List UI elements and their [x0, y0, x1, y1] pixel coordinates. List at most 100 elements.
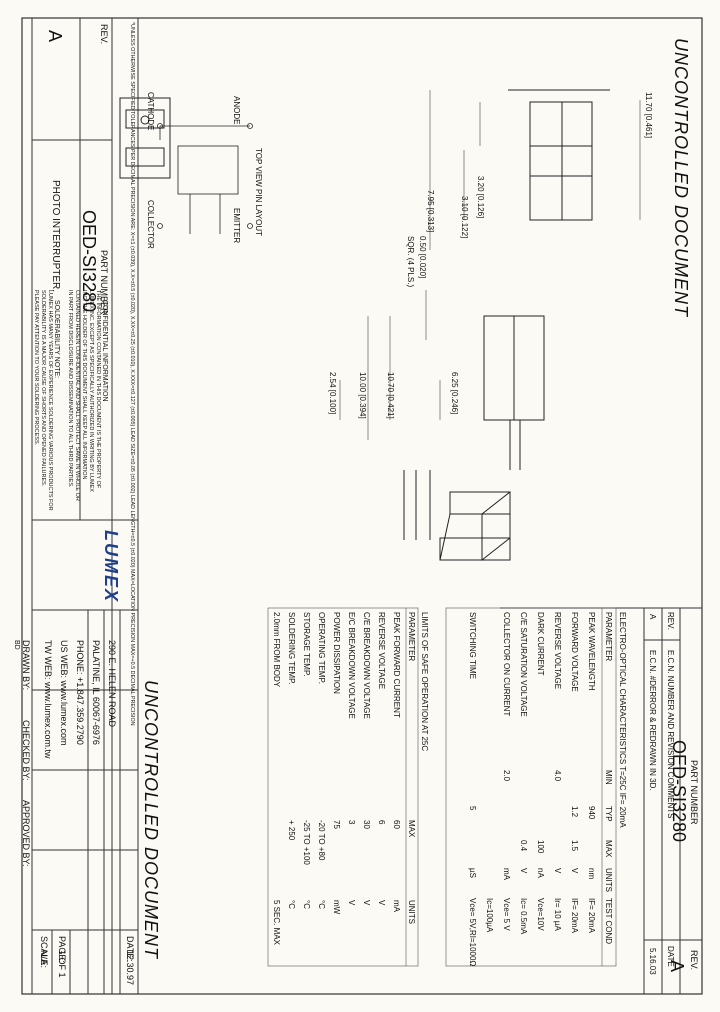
electro_optical-cell: nm [587, 868, 596, 880]
safe_operation-cell: + 250 [287, 820, 296, 841]
electro_optical-cell: IF= 20mA [570, 898, 579, 933]
rev-row-rev: A [648, 614, 657, 620]
pin-cathode: CATHODE [146, 92, 155, 131]
safe_operation-cell: SOLDERING TEMP. [287, 612, 296, 685]
date-value: 12.30.97 [125, 950, 135, 986]
electro_optical-header: TEST COND [604, 898, 613, 945]
electro_optical-cell: PEAK WAVELENGTH [587, 612, 596, 691]
safe_operation-header: MAX [407, 820, 416, 838]
safe_operation-cell: 5 SEC. MAX [272, 900, 281, 945]
end-view [119, 97, 171, 179]
electro_optical-cell: V [553, 868, 562, 874]
scale-value: N/A [39, 950, 49, 966]
solder_note-line: PLEASE PAY ATTENTION TO YOUR SOLDERING P… [33, 290, 39, 446]
company-web2: TW WEB: www.lumex.com.tw [43, 640, 53, 759]
electro_optical-cell: 1.5 [570, 840, 579, 852]
solder_note-line: LUMEX HAS MANY YEARS OF EXPERIENCE SOLDE… [47, 290, 53, 511]
iso-view [403, 470, 511, 562]
dim-9: 2.54 [0.100] [328, 372, 337, 415]
drawn-by-label: DRAWN BY: [21, 640, 31, 691]
lumex-logo: LUMEX [101, 530, 121, 603]
confidential-line: INC. THE HOLDER OF THIS DOCUMENT SHALL K… [81, 290, 87, 480]
safe_operation-cell: 75 [332, 820, 341, 829]
safe-title: LIMITS OF SAFE OPERATION AT 25C [420, 612, 429, 752]
electro_optical-cell: Ic= 0.5mA [519, 898, 528, 935]
company-address1: 290 E. HELEN ROAD [107, 640, 117, 728]
safe_operation-cell: mW [332, 900, 341, 915]
confidential-line: CONTAINED HEREIN CONFIDENTIAL AND SHALL … [74, 290, 80, 501]
watermark-bottom: UNCONTROLLED DOCUMENT [141, 680, 161, 960]
electro_optical-cell: 100 [536, 840, 545, 854]
safe_operation-cell: V [362, 900, 371, 906]
tolerance-note: *UNLESS OTHERWISE SPECIFIED TOLERANCES P… [129, 22, 135, 726]
dim-8: 10.00 [0.394] [358, 372, 367, 419]
safe_operation-cell: °C [317, 900, 326, 909]
pin-anode: ANODE [232, 96, 241, 125]
dim-5b: SQR. (4 PLS.) [406, 236, 415, 288]
safe_operation-cell: 6 [377, 820, 386, 825]
dim-4: 7.95 [0.313] [426, 190, 435, 233]
electro_optical-cell: 4.0 [553, 770, 562, 782]
electro_optical-cell: V [570, 868, 579, 874]
electro_optical-cell: 940 [587, 806, 596, 820]
safe_operation-cell: mA [392, 900, 401, 912]
electro_optical-cell: C/E SATURATION VOLTAGE [519, 612, 528, 717]
electro_optical-cell: Ic=100µA [485, 898, 494, 933]
part-box-label: PART NUMBER [99, 250, 109, 315]
dim-7: 10.70 [0.421] [386, 372, 395, 419]
dim-1: 11.70 [0.461] [644, 92, 653, 139]
safe_operation-cell: REVERSE VOLTAGE [377, 612, 386, 690]
confidential-title: CONFIDENTIAL INFORMATION [101, 300, 108, 402]
safe_operation-cell: C/E BREAKDOWN VOLTAGE [362, 612, 371, 719]
electro_optical-cell: COLLECTOR ON CURRENT [502, 612, 511, 717]
electro_optical-cell: SWITCHING TIME [468, 612, 477, 679]
electro_optical-header: MIN [604, 770, 613, 785]
rev-box-value: A [45, 30, 65, 43]
pin-collector: COLLECTOR [146, 200, 155, 249]
safe_operation-cell: PEAK FORWARD CURRENT [392, 612, 401, 718]
electro_optical-cell: Vce=10V [536, 898, 545, 931]
electro_optical-header: MAX [604, 840, 613, 858]
safe_operation-cell: 2.0mm FROM BODY [272, 612, 281, 688]
electro_optical-header: PARAMETER [604, 612, 613, 662]
rev-table-h1: E.C.N. NUMBER AND REVISION COMMENTS [666, 650, 675, 819]
electro_optical-cell: 1.2 [570, 806, 579, 818]
safe_operation-cell: 60 [392, 820, 401, 829]
part-box-value: OED-SI3280 [79, 210, 99, 313]
company-phone: PHONE: +1.847.359.2790 [75, 640, 85, 745]
safe_operation-cell: -25 TO +100 [302, 820, 311, 865]
pin-schematic [157, 123, 253, 234]
part-description: PHOTO INTERRUPTER. [50, 180, 61, 293]
safe_operation-cell: V [347, 900, 356, 906]
electro_optical-cell: 5 [468, 806, 477, 811]
solder_note-line: SOLDERABILITY IS A MAJOR CAUSE OF SHORTS… [40, 290, 46, 487]
safe_operation-cell: POWER DISSIPATION [332, 612, 341, 694]
front-view [508, 89, 610, 221]
confidential-line: LUMEX INC. EXCEPT AS SPECIFICALLY AUTHOR… [88, 290, 94, 492]
pin-layout-title: TOP VIEW PIN LAYOUT [254, 148, 263, 237]
electro_optical-cell: Ir= 10 µA [553, 898, 562, 931]
pin-emitter: EMITTER [232, 208, 241, 244]
safe_operation-cell: OPERATING TEMP. [317, 612, 326, 685]
electro_optical-header: TYP [604, 806, 613, 822]
rev-row-date: 5.16.03 [648, 948, 657, 975]
safe_operation-header: UNITS [407, 900, 416, 924]
approved-by-label: APPROVED BY: [21, 800, 31, 867]
confidential-line: IN PART FROM DISCLOSURE AND DISSEMINATIO… [67, 290, 73, 488]
electro_optical-cell: IF= 20mA [587, 898, 596, 933]
rev-table-h2: DATE [666, 946, 675, 967]
rev-label: REV. [689, 950, 699, 971]
electro_optical-cell: FORWARD VOLTAGE [570, 612, 579, 692]
electro_optical-cell: mA [502, 868, 511, 880]
safe_operation-cell: 3 [347, 820, 356, 825]
company-web1: US WEB: www.lumex.com [59, 640, 69, 746]
electro_optical-cell: DARK CURRENT [536, 612, 545, 676]
electro_optical-cell: nA [536, 868, 545, 878]
safe_operation-cell: V [377, 900, 386, 906]
initials: BD [13, 640, 20, 650]
electro_optical-cell: REVERSE VOLTAGE [553, 612, 562, 690]
safe_operation-cell: STORAGE TEMP. [302, 612, 311, 677]
electro_optical-header: UNITS [604, 868, 613, 892]
